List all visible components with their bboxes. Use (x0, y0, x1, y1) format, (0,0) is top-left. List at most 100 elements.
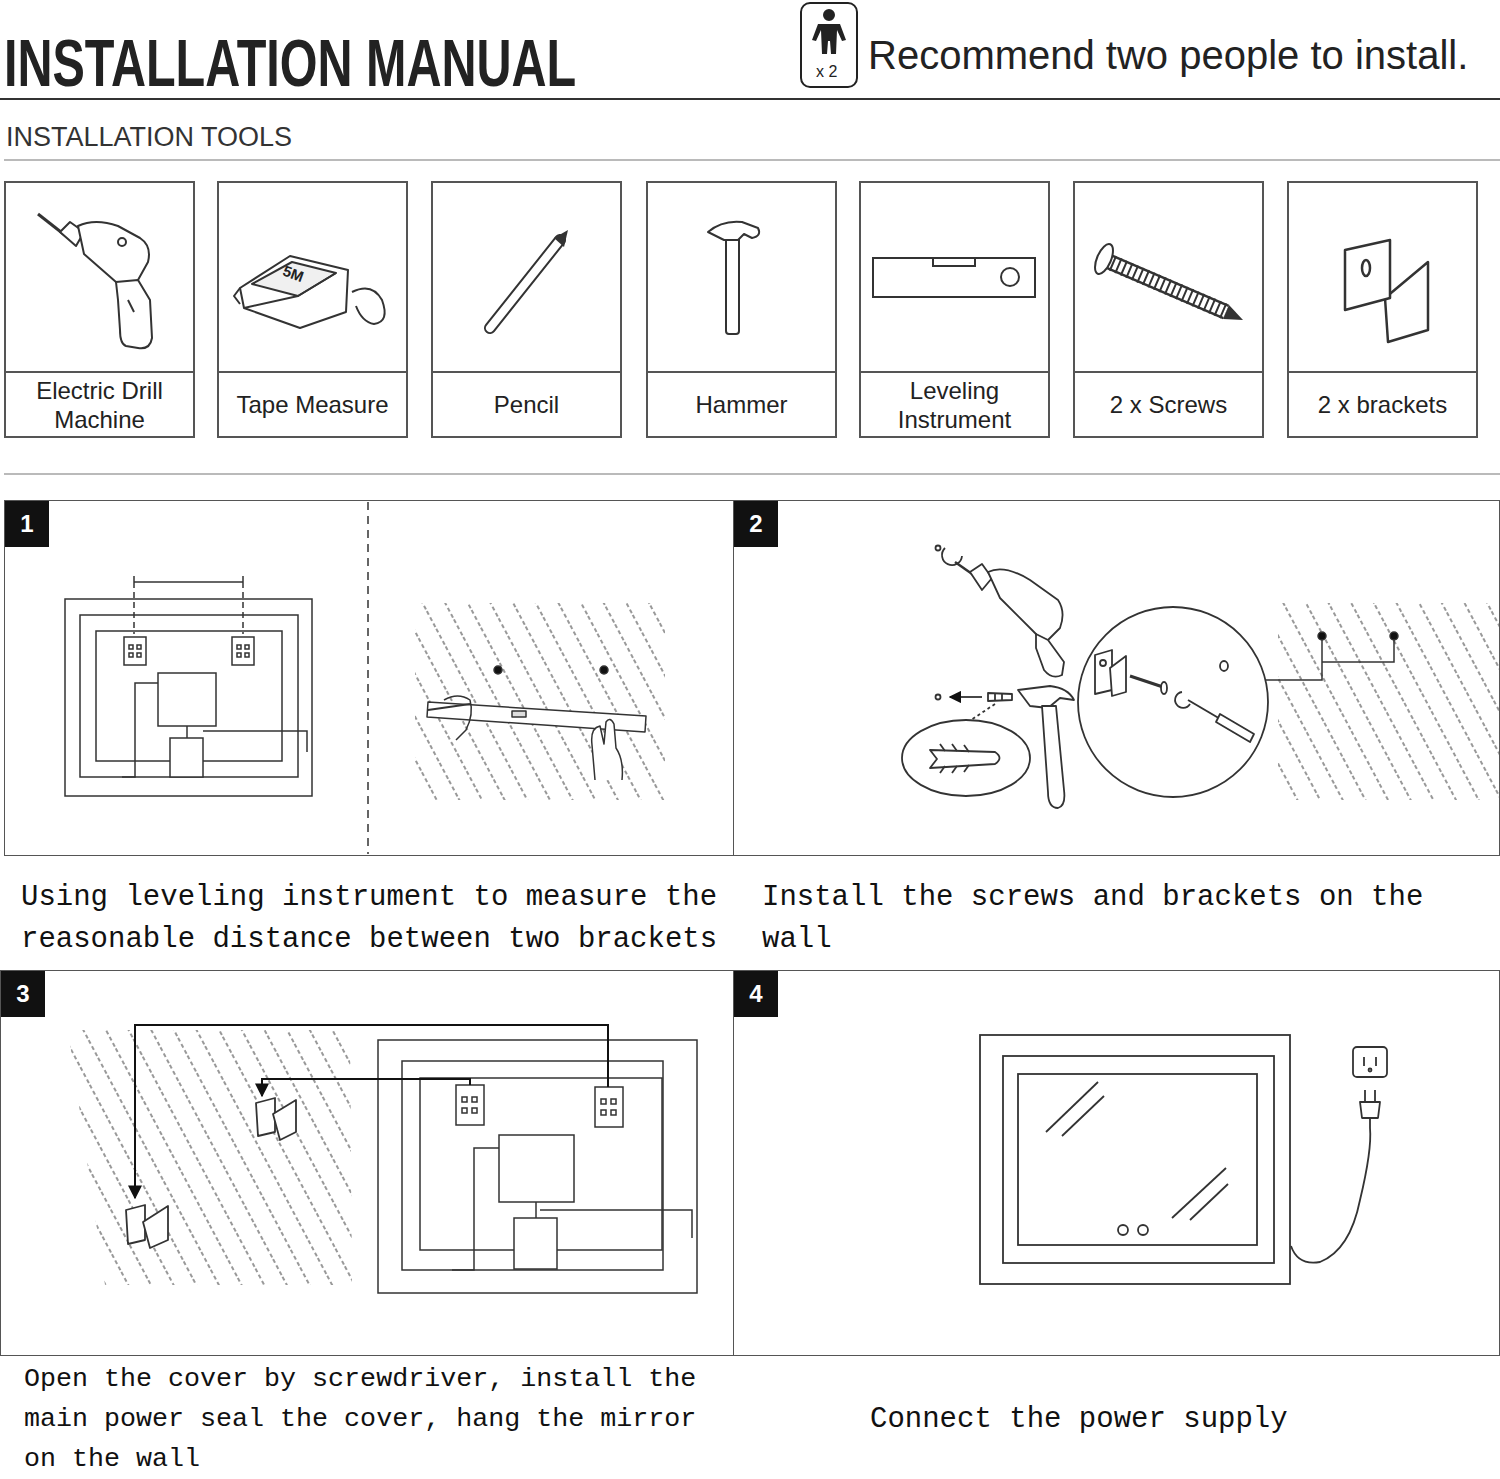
tool-box: 2 x Screws (1073, 181, 1264, 438)
pencil-icon (490, 230, 568, 328)
mirror-front (1018, 1074, 1257, 1245)
person-icon (801, 3, 857, 87)
hammer-icon (708, 222, 759, 334)
label-cell: Electric Drill Machine (6, 371, 193, 436)
wall-level (494, 666, 502, 674)
step-number: 2 (734, 501, 778, 547)
person-icon (824, 10, 834, 20)
mirror-back (137, 645, 141, 649)
step-number: 1 (5, 501, 49, 547)
mirror-front (1190, 1184, 1228, 1220)
mirror-back (158, 673, 216, 726)
wall-level (512, 711, 526, 717)
wall-level (592, 719, 623, 780)
tool-name: Leveling Instrument (867, 376, 1042, 434)
tape-measure-icon (240, 256, 348, 328)
power-plug (1353, 1047, 1387, 1077)
screw-icon (1091, 242, 1116, 277)
power-plug (1360, 1102, 1380, 1118)
mirror-back (237, 645, 241, 649)
mirror-back (232, 637, 254, 665)
dimension-line (133, 576, 135, 588)
screw-icon (1112, 263, 1226, 312)
detail-circle (1078, 607, 1268, 797)
anchor-hammer (930, 750, 1000, 768)
person-icon (801, 3, 857, 87)
level-icon (873, 258, 1035, 297)
drill-figure (1036, 634, 1064, 677)
wall-hatch (415, 603, 665, 800)
mirror-back (535, 1202, 537, 1218)
power-plug (1369, 1069, 1372, 1072)
person-count: x 2 (816, 63, 837, 81)
level-icon (873, 258, 1035, 297)
mirror-front (1062, 1096, 1104, 1136)
mirror-back (203, 731, 307, 752)
tool-box: Pencil (431, 181, 622, 438)
step-number: 3 (1, 971, 45, 1017)
tool-box: Hammer (646, 181, 837, 438)
divider (367, 502, 369, 854)
mirror-front (1003, 1056, 1274, 1263)
rule (4, 159, 1500, 160)
wall-hatch (68, 1030, 352, 1285)
mirror-back (65, 599, 312, 796)
detail-circle (1078, 607, 1268, 797)
detail-circle (1188, 700, 1222, 720)
label-cell: 2 x Screws (1075, 371, 1262, 436)
drill-figure (970, 564, 992, 590)
dimension-line (133, 592, 135, 634)
mirror-back (601, 1110, 606, 1115)
tool-box: Electric Drill Machine (4, 181, 195, 438)
mirror-back (129, 653, 133, 657)
tape-measure-icon (252, 262, 336, 296)
mirror-back (514, 1218, 557, 1269)
rule (0, 98, 1500, 100)
bracket-icon (1345, 240, 1428, 342)
power-plug (1291, 1118, 1370, 1263)
tool-box: 2 x brackets (1287, 181, 1478, 438)
detail-circle (1175, 692, 1190, 708)
mirror-back (472, 1097, 477, 1102)
dimension-line (134, 581, 243, 583)
mirror-back (245, 645, 249, 649)
drill-icon (78, 222, 149, 285)
leader-line (1266, 638, 1394, 680)
mirror-front (980, 1035, 1290, 1284)
step-caption: Connect the power supply (870, 1399, 1470, 1441)
drill-icon (118, 238, 126, 246)
hang-arrow (135, 1025, 608, 1198)
detail-circle (1161, 682, 1167, 694)
power-plug (1364, 1090, 1366, 1102)
mirror-back (402, 1061, 663, 1270)
dimension-line (242, 576, 244, 588)
detail-circle (1220, 661, 1228, 671)
tape-measure-icon (234, 288, 240, 304)
screw-icon (1223, 305, 1243, 320)
wall-hatch (415, 603, 665, 800)
mirror-back (129, 645, 133, 649)
mirror-front (1138, 1225, 1148, 1235)
mirror-back (462, 1108, 467, 1113)
wall-bracket (126, 1205, 145, 1244)
drill-figure (988, 569, 1063, 640)
hang-arrow (135, 1025, 608, 1198)
leader-line (1390, 632, 1398, 640)
label-cell: Leveling Instrument (861, 371, 1048, 436)
drill-figure (936, 546, 1065, 677)
tool-name: 2 x Screws (1110, 390, 1227, 419)
tool-box: Tape Measure (217, 181, 408, 438)
step-number: 4 (734, 971, 778, 1017)
bracket-icon (1345, 240, 1390, 310)
drill-figure (942, 548, 962, 565)
pencil-icon (554, 230, 568, 247)
anchor-hammer (940, 744, 969, 773)
tool-name: 2 x brackets (1318, 390, 1447, 419)
label-cell: 2 x brackets (1289, 371, 1476, 436)
rule (0, 99, 1500, 474)
hammer-icon (708, 222, 759, 240)
bracket-icon (1385, 262, 1428, 342)
dimension-line (242, 592, 244, 634)
hang-arrow (262, 1079, 470, 1096)
